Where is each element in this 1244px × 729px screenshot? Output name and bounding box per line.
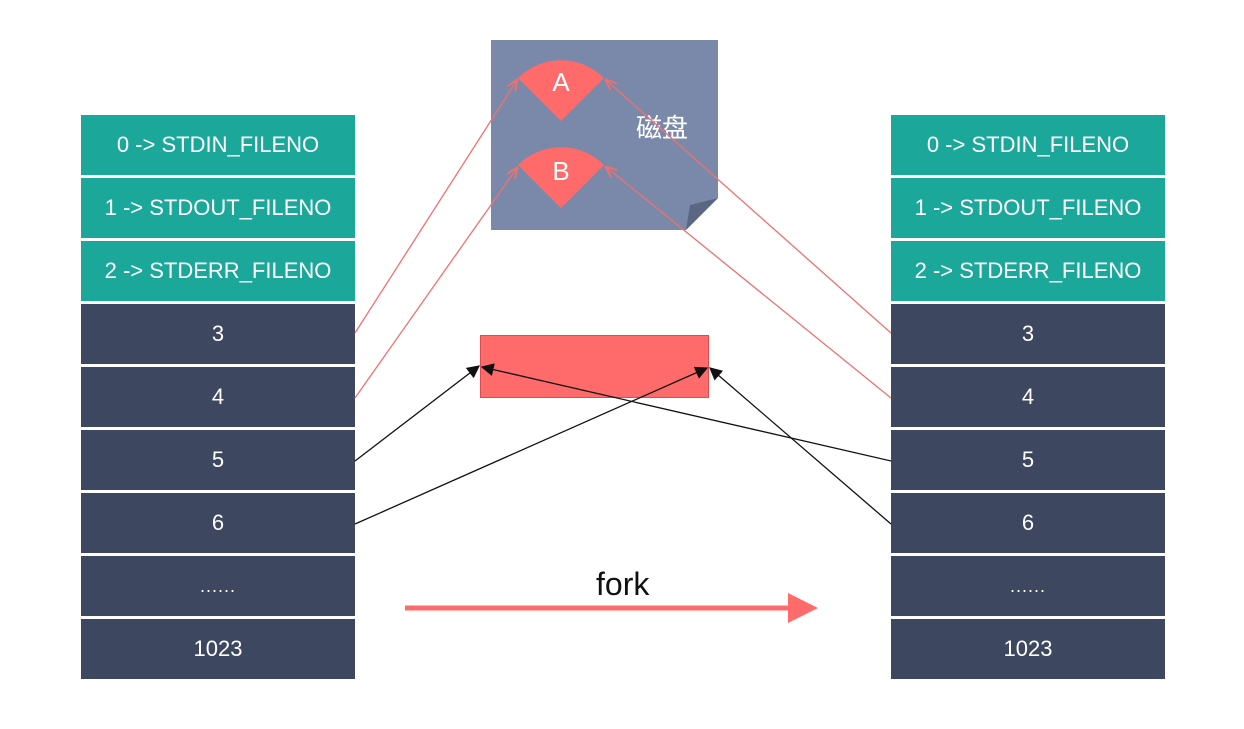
left-fd3-to-sector-a-arrow (354, 80, 517, 334)
right-fd-row-6: 6 (891, 493, 1165, 553)
right-fd-row-1: 1 -> STDOUT_FILENO (891, 178, 1165, 238)
left-fd-row-5: 5 (81, 430, 355, 490)
right-fd4-to-sector-b-arrow (606, 167, 892, 399)
right-fd5-to-entry-arrow (480, 363, 892, 462)
left-fd-row-4: 4 (81, 367, 355, 427)
right-fd-row-5: 5 (891, 430, 1165, 490)
shared-file-entry (480, 335, 709, 398)
sector-a-label: A (552, 67, 570, 97)
left-fd-row-ellipsis: ...... (81, 556, 355, 616)
sector-b-wedge (518, 147, 604, 208)
right-fd3-to-sector-a-arrow (606, 80, 892, 334)
left-fd-row-0: 0 -> STDIN_FILENO (81, 115, 355, 175)
left-fd-row-3: 3 (81, 304, 355, 364)
left-fd-row-1023: 1023 (81, 619, 355, 679)
sector-b-label: B (552, 156, 570, 186)
sector-a-wedge (518, 60, 604, 121)
right-fd-row-1023: 1023 (891, 619, 1165, 679)
left-fd-row-2: 2 -> STDERR_FILENO (81, 241, 355, 301)
right-fd-row-ellipsis: ...... (891, 556, 1165, 616)
right-fd6-to-entry-arrow (709, 367, 892, 525)
right-fd-row-4: 4 (891, 367, 1165, 427)
fork-label: fork (596, 566, 650, 602)
right-fd-row-2: 2 -> STDERR_FILENO (891, 241, 1165, 301)
left-fd-table: 0 -> STDIN_FILENO 1 -> STDOUT_FILENO 2 -… (81, 115, 355, 682)
left-fd-row-1: 1 -> STDOUT_FILENO (81, 178, 355, 238)
right-fd-table: 0 -> STDIN_FILENO 1 -> STDOUT_FILENO 2 -… (891, 115, 1165, 682)
right-fd-row-3: 3 (891, 304, 1165, 364)
left-fd6-to-entry-arrow (354, 366, 709, 525)
left-fd-row-6: 6 (81, 493, 355, 553)
right-fd-row-0: 0 -> STDIN_FILENO (891, 115, 1165, 175)
left-fd4-to-sector-b-arrow (354, 168, 517, 399)
left-fd5-to-entry-arrow (354, 365, 481, 462)
disk-folded-corner (686, 198, 718, 230)
